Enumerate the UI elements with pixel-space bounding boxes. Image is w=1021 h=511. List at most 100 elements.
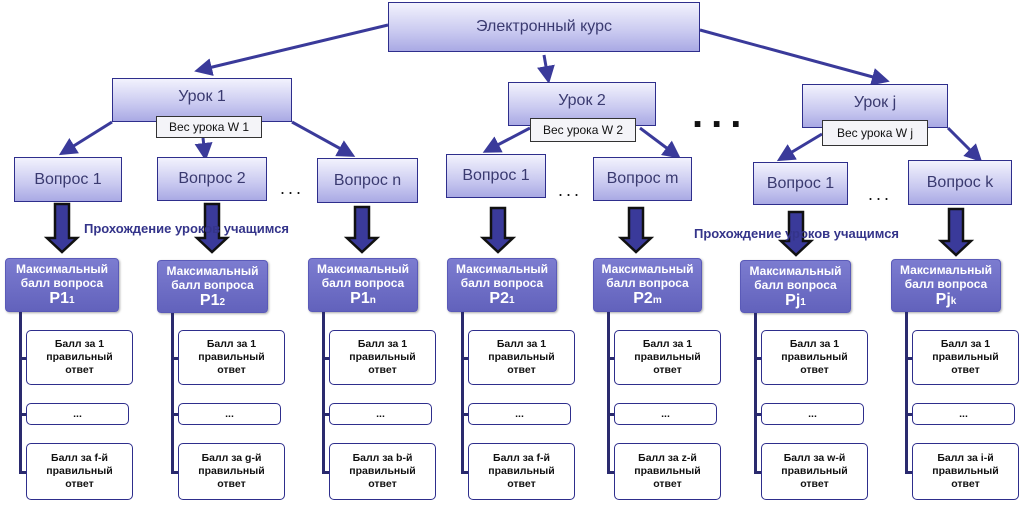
- score-first-answer: Балл за 1 правильный ответ: [329, 330, 436, 385]
- score-last-answer: Балл за b-й правильный ответ: [329, 443, 436, 500]
- connector-arrow: [58, 120, 113, 156]
- questions-ellipsis-2: ...: [558, 180, 583, 200]
- tree-branch: [19, 357, 26, 360]
- score-first-answer: Балл за 1 правильный ответ: [178, 330, 285, 385]
- max-score-line1: Максимальный: [900, 263, 992, 277]
- tree-line: [607, 312, 610, 473]
- down-arrow-icon: [343, 205, 381, 254]
- max-score-symbol: Pjk: [892, 291, 1000, 311]
- connector-arrow: [482, 126, 531, 153]
- score-last-answer: Балл за f-й правильный ответ: [468, 443, 575, 500]
- symbol-index: k: [950, 296, 957, 307]
- symbol: P2: [489, 290, 509, 307]
- max-score-box: Максимальный балл вопроса P2m: [593, 258, 702, 312]
- down-arrow-icon: [937, 207, 975, 257]
- tree-branch: [461, 471, 468, 474]
- connector-arrow: [291, 120, 356, 157]
- lessons-ellipsis: ...: [692, 92, 750, 136]
- progress-label-2: Прохождение уроков учащимся: [694, 226, 900, 241]
- tree-line: [905, 312, 908, 473]
- tree-branch: [322, 413, 329, 416]
- score-ellipsis: ...: [468, 403, 571, 425]
- course-box: Электронный курс: [388, 2, 700, 52]
- tree-branch: [754, 471, 761, 474]
- connector-arrow: [639, 126, 681, 159]
- score-ellipsis: ...: [761, 403, 864, 425]
- score-first-answer: Балл за 1 правильный ответ: [761, 330, 868, 385]
- tree-branch: [171, 357, 178, 360]
- symbol: P1: [350, 290, 370, 307]
- tree-line: [322, 312, 325, 473]
- tree-branch: [754, 357, 761, 360]
- down-arrow-icon: [193, 202, 231, 254]
- max-score-box: Максимальный балл вопроса Pjk: [891, 259, 1001, 312]
- max-score-line1: Максимальный: [601, 262, 694, 276]
- symbol-index: 2: [219, 297, 226, 308]
- tree-line: [461, 312, 464, 473]
- score-ellipsis: ...: [614, 403, 717, 425]
- question-box: Вопрос 1: [14, 157, 122, 202]
- tree-branch: [19, 413, 26, 416]
- symbol-index: 1: [800, 297, 806, 308]
- max-score-symbol: Pj1: [741, 292, 850, 312]
- max-score-symbol: P12: [158, 292, 267, 312]
- max-score-symbol: P2m: [594, 290, 701, 310]
- down-arrow-icon: [43, 202, 81, 254]
- max-score-box: Максимальный балл вопроса P1n: [308, 258, 418, 312]
- tree-branch: [905, 471, 912, 474]
- score-last-answer: Балл за g-й правильный ответ: [178, 443, 285, 500]
- max-score-box: Максимальный балл вопроса Pj1: [740, 260, 851, 313]
- symbol-index: 1: [509, 295, 515, 306]
- question-box: Вопрос n: [317, 158, 418, 203]
- connector-arrow: [946, 126, 983, 163]
- tree-branch: [322, 357, 329, 360]
- connector-arrow: [194, 23, 389, 76]
- max-score-line1: Максимальный: [456, 262, 548, 276]
- tree-branch: [905, 357, 912, 360]
- tree-branch: [754, 413, 761, 416]
- score-ellipsis: ...: [26, 403, 129, 425]
- tree-line: [754, 313, 757, 473]
- max-score-line1: Максимальный: [317, 262, 409, 276]
- max-score-line2: балл вопроса: [904, 277, 988, 291]
- max-score-line2: балл вопроса: [321, 276, 405, 290]
- max-score-line2: балл вопроса: [460, 276, 544, 290]
- score-first-answer: Балл за 1 правильный ответ: [614, 330, 721, 385]
- down-arrow-icon: [617, 206, 655, 254]
- tree-branch: [461, 413, 468, 416]
- lesson-1-weight: Вес урока W 1: [156, 116, 262, 138]
- max-score-line1: Максимальный: [16, 262, 108, 276]
- max-score-line2: балл вопроса: [20, 276, 104, 290]
- max-score-line2: балл вопроса: [754, 278, 837, 292]
- score-first-answer: Балл за 1 правильный ответ: [26, 330, 133, 385]
- lesson-j-weight: Вес урока W j: [822, 120, 928, 146]
- connector-arrow: [537, 54, 555, 84]
- tree-branch: [607, 413, 614, 416]
- symbol-index: m: [652, 295, 662, 306]
- tree-line: [171, 313, 174, 473]
- score-last-answer: Балл за z-й правильный ответ: [614, 443, 721, 500]
- max-score-symbol: P1n: [309, 290, 417, 310]
- questions-ellipsis-j: ...: [868, 184, 893, 204]
- symbol: P2: [633, 290, 653, 307]
- score-first-answer: Балл за 1 правильный ответ: [468, 330, 575, 385]
- tree-branch: [171, 413, 178, 416]
- progress-label-1: Прохождение уроков учащимся: [84, 221, 290, 236]
- max-score-symbol: P21: [448, 290, 556, 310]
- tree-branch: [905, 413, 912, 416]
- tree-branch: [607, 357, 614, 360]
- lesson-2-weight: Вес урока W 2: [530, 118, 636, 142]
- questions-ellipsis-1: ...: [280, 178, 305, 198]
- lesson-1-box: Урок 1: [112, 78, 292, 122]
- max-score-box: Максимальный балл вопроса P11: [5, 258, 119, 312]
- symbol: Pj: [935, 291, 951, 308]
- connector-arrow: [699, 28, 890, 86]
- tree-line: [19, 312, 22, 473]
- question-box: Вопрос m: [593, 157, 692, 201]
- max-score-box: Максимальный балл вопроса P12: [157, 260, 268, 313]
- score-ellipsis: ...: [329, 403, 432, 425]
- tree-branch: [607, 471, 614, 474]
- connector-arrow: [194, 137, 213, 161]
